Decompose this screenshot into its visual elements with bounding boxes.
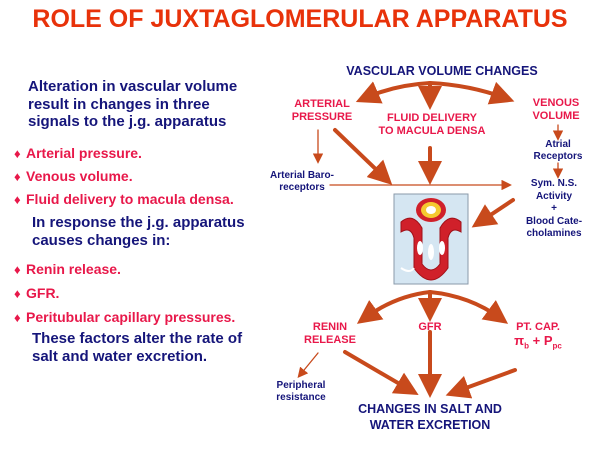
pressure-formula: πb + Ppc bbox=[514, 333, 562, 351]
list-item: ♦Fluid delivery to macula densa. bbox=[14, 191, 234, 207]
arrow-arterial-to-jga bbox=[333, 128, 393, 185]
bullet-icon: ♦ bbox=[14, 310, 21, 325]
vascular-volume-label: VASCULAR VOLUME CHANGES bbox=[346, 64, 538, 78]
bullet-icon: ♦ bbox=[14, 262, 21, 277]
list-item: ♦Arterial pressure. bbox=[14, 145, 142, 161]
arrow-renin-to-excretion bbox=[343, 350, 419, 396]
sym-ns-label: Sym. N.S. Activity + Blood Cate- cholami… bbox=[525, 178, 583, 239]
arrow-to-arterial bbox=[355, 81, 432, 104]
arrow-renin-to-peripheral bbox=[297, 352, 319, 379]
list-item: ♦Peritubular capillary pressures. bbox=[14, 309, 236, 325]
arrow-sym-to-jga bbox=[471, 198, 515, 228]
renin-release-label: RENIN RELEASE bbox=[304, 321, 356, 346]
atrial-receptors-label: Atrial Receptors bbox=[533, 139, 583, 162]
peripheral-resistance-label: Peripheral resistance bbox=[276, 380, 326, 403]
list-item: ♦Venous volume. bbox=[14, 168, 133, 184]
pt-cap-label: PT. CAP. πb + Ppc bbox=[492, 321, 584, 353]
arrow-ptcap-to-excretion bbox=[445, 368, 517, 399]
baroreceptors-label: Arterial Baro- receptors bbox=[270, 170, 334, 193]
arrow-to-venous bbox=[428, 81, 515, 105]
conclusion-line: salt and water excretion. bbox=[32, 347, 208, 365]
bullet-icon: ♦ bbox=[14, 169, 21, 184]
changes-list: ♦Renin release. ♦GFR. ♦Peritubular capil… bbox=[14, 261, 235, 333]
list-item: ♦GFR. bbox=[14, 285, 60, 301]
gfr-label: GFR bbox=[418, 321, 442, 333]
list-item: ♦Renin release. bbox=[14, 261, 121, 277]
arterial-pressure-label: ARTERIAL PRESSURE bbox=[291, 98, 353, 123]
signals-list: ♦Arterial pressure. ♦Venous volume. ♦Flu… bbox=[14, 145, 234, 214]
excretion-label: CHANGES IN SALT AND WATER EXCRETION bbox=[358, 402, 502, 432]
bullet-icon: ♦ bbox=[14, 192, 21, 207]
slide-title: ROLE OF JUXTAGLOMERULAR APPARATUS bbox=[32, 5, 568, 33]
intro-text: Alteration in vascular volume result in … bbox=[28, 78, 237, 131]
arrow-jga-to-renin bbox=[356, 290, 432, 324]
response-text: In response the j.g. apparatus causes ch… bbox=[32, 214, 245, 249]
intro-line: Alteration in vascular volume bbox=[28, 78, 238, 95]
intro-line: signals to the j.g. apparatus bbox=[28, 113, 227, 130]
intro-line: result in changes in three bbox=[28, 95, 210, 113]
arrow-jga-to-ptcap bbox=[428, 290, 509, 324]
bullet-icon: ♦ bbox=[14, 286, 21, 301]
conclusion-text: These factors alter the rate of salt and… bbox=[32, 330, 242, 365]
response-line: causes changes in: bbox=[32, 231, 171, 249]
conclusion-line: These factors alter the rate of bbox=[32, 330, 243, 347]
fluid-delivery-label: FLUID DELIVERY TO MACULA DENSA bbox=[378, 112, 486, 137]
jga-illustration bbox=[393, 193, 469, 285]
venous-volume-label: VENOUS VOLUME bbox=[532, 97, 580, 122]
bullet-icon: ♦ bbox=[14, 146, 21, 161]
response-line: In response the j.g. apparatus bbox=[32, 214, 245, 231]
